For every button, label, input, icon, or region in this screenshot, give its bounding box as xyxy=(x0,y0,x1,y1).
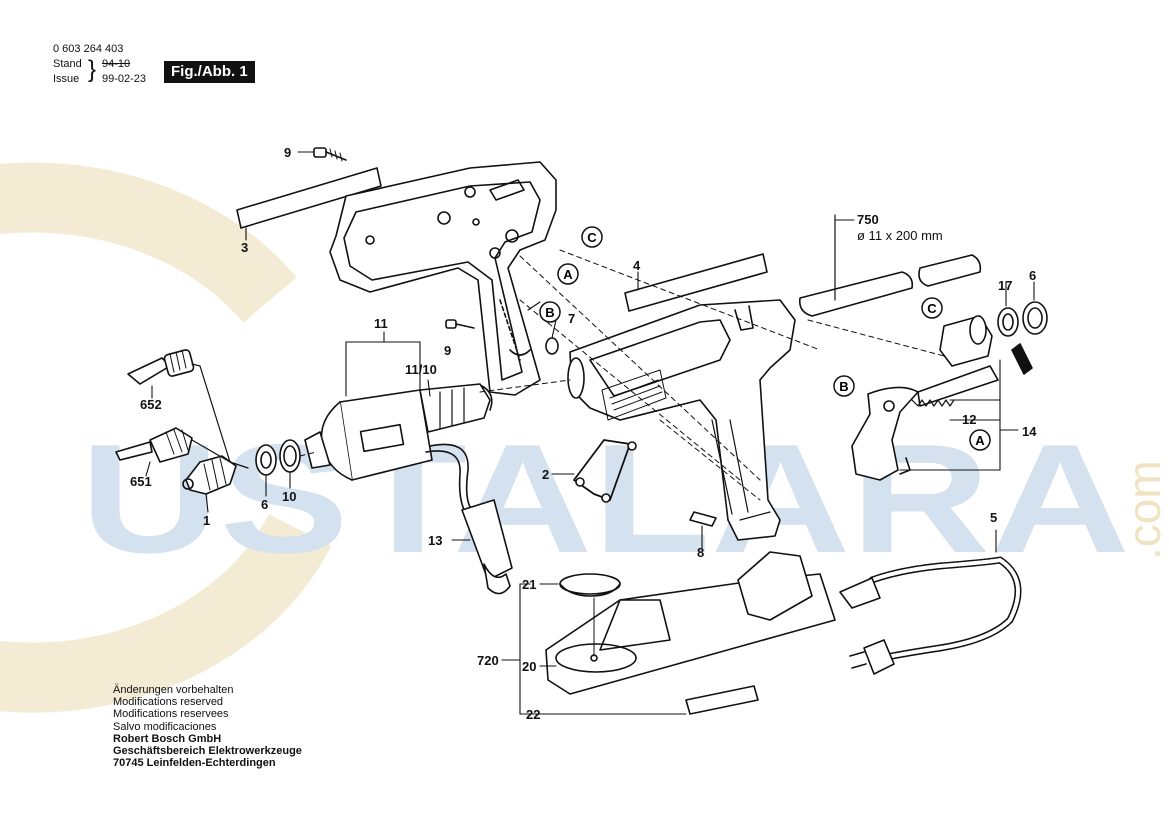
callout-9-mid: 9 xyxy=(444,343,451,358)
label-strip-3 xyxy=(236,167,382,229)
main-housing xyxy=(567,299,796,541)
callout-5: 5 xyxy=(990,510,997,525)
footer-line-fr: Modifications reservees xyxy=(113,708,229,721)
leader-lines xyxy=(145,151,1035,715)
ring-6 xyxy=(255,444,277,476)
callout-13: 13 xyxy=(428,533,442,548)
alignment-lines xyxy=(299,249,945,501)
footer-line-en: Modifications reserved xyxy=(113,696,224,709)
callout-11: 11 xyxy=(374,316,388,331)
callout-651: 651 xyxy=(130,474,152,489)
ring-10 xyxy=(279,439,301,473)
figure-label: Fig./Abb. 1 xyxy=(164,61,255,83)
callout-6-right: 6 xyxy=(1029,268,1036,283)
cable-13 xyxy=(425,443,513,595)
callout-4: 4 xyxy=(633,258,641,273)
issue-date: 99-02-23 xyxy=(102,73,147,85)
spring-12 xyxy=(911,399,955,407)
nozzle-652 xyxy=(127,349,195,385)
callout-750: 750 xyxy=(857,212,879,227)
power-cord-5 xyxy=(839,556,1022,675)
marker-c-2: C xyxy=(927,301,937,316)
callout-6-left: 6 xyxy=(261,497,268,512)
screw-9-top xyxy=(313,147,347,162)
callout-2: 2 xyxy=(542,467,549,482)
markers: C A B C B A xyxy=(539,226,991,451)
watermark-suffix: .com xyxy=(1118,460,1169,560)
bracket-2 xyxy=(573,439,631,501)
marker-a-1: A xyxy=(563,267,573,282)
feed-assembly xyxy=(939,301,1048,375)
label-strip-4 xyxy=(624,253,768,312)
callout-22: 22 xyxy=(526,707,540,722)
callout-20: 20 xyxy=(522,659,536,674)
nozzle-1 xyxy=(182,455,237,495)
marker-c-1: C xyxy=(587,230,597,245)
part-number: 0 603 264 403 xyxy=(53,43,124,55)
brace: } xyxy=(88,56,97,83)
screw-9-mid xyxy=(445,319,475,329)
footer-division: Geschäftsbereich Elektrowerkzeuge xyxy=(113,745,302,758)
issue-label: Issue xyxy=(53,73,80,85)
callout-14: 14 xyxy=(1022,424,1037,439)
callout-8: 8 xyxy=(697,545,704,560)
callout-12: 12 xyxy=(962,412,976,427)
callout-720: 720 xyxy=(477,653,499,668)
pin-8 xyxy=(689,511,717,527)
marker-a-2: A xyxy=(975,433,985,448)
callout-10: 10 xyxy=(282,489,296,504)
old-date: 94-10 xyxy=(102,58,131,70)
trigger-assembly-14 xyxy=(851,365,999,481)
footer: Änderungen vorbehalten Modifications res… xyxy=(113,684,302,769)
callout-3: 3 xyxy=(241,240,248,255)
footer-address: 70745 Leinfelden-Echterdingen xyxy=(113,757,276,770)
callout-652: 652 xyxy=(140,397,162,412)
callout-1: 1 xyxy=(203,513,210,528)
marker-b-2: B xyxy=(839,379,848,394)
footer-line-es: Salvo modificaciones xyxy=(113,720,217,733)
callout-21: 21 xyxy=(522,577,536,592)
callout-750-dim: ø 11 x 200 mm xyxy=(857,228,943,243)
vent-grille xyxy=(601,369,667,421)
callout-11-10: 11/10 xyxy=(405,362,437,377)
watermark-ring xyxy=(0,162,332,713)
washer-7 xyxy=(545,337,559,355)
callout-7: 7 xyxy=(568,311,575,326)
glue-sticks-750 xyxy=(798,214,982,317)
marker-b-1: B xyxy=(545,305,554,320)
label-strip-22 xyxy=(685,685,759,715)
heater-element-11 xyxy=(304,383,493,481)
callout-17: 17 xyxy=(998,278,1012,293)
footer-line-de: Änderungen vorbehalten xyxy=(113,684,234,696)
stand-label: Stand xyxy=(53,58,82,70)
nozzle-651 xyxy=(115,427,193,463)
nozzle-bracket xyxy=(191,363,249,469)
housing-half-left xyxy=(329,161,557,396)
stand-720 xyxy=(545,551,836,695)
footer-company: Robert Bosch GmbH xyxy=(113,732,222,745)
callouts: 9 3 4 750 ø 11 x 200 mm 17 6 11 9 7 11/1… xyxy=(130,145,1037,722)
callout-9-top: 9 xyxy=(284,145,291,160)
